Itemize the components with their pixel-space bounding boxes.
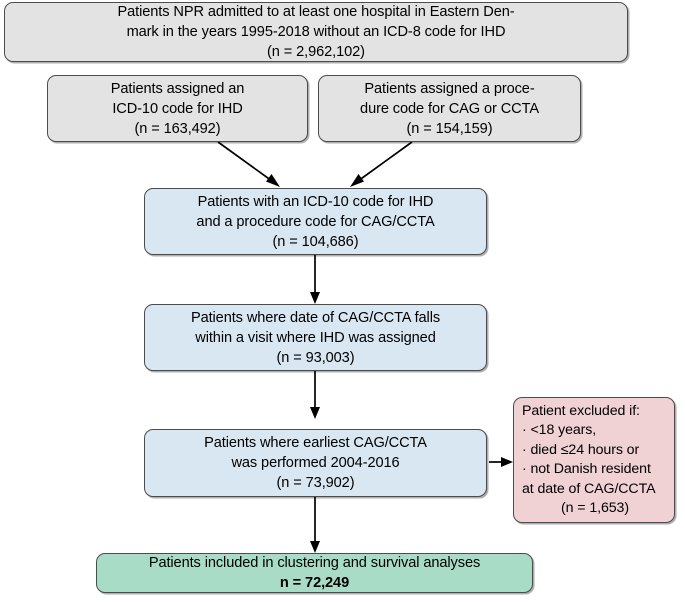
exclusion-count: (n = 1,653) [561, 500, 629, 516]
node-procedure-cag-ccta: Patients assigned a proce- dure code for… [318, 75, 581, 142]
node-line: was performed 2004-2016 [231, 455, 400, 471]
node-line: (n = 73,902) [276, 475, 355, 491]
exclusion-item-continuation: at date of CAG/CCTA [522, 480, 656, 497]
node-line: Patients assigned an [110, 80, 245, 97]
node-line: (n = 104,686) [272, 233, 359, 250]
exclusion-heading: Patient excluded if: [522, 402, 640, 419]
node-line: Patients included in clustering and surv… [148, 555, 481, 571]
arrow-both-to-date [310, 255, 320, 304]
final-cohort-count: n = 72,249 [279, 575, 350, 591]
node-line: (n = 93,003) [276, 349, 355, 366]
node-earliest-cag-ccta: Patients where earliest CAG/CCTA was per… [144, 429, 487, 497]
node-source-population: Patients NPR admitted to at least one ho… [4, 2, 628, 62]
node-line: Patients where date of CAG/CCTA falls [190, 309, 441, 326]
arrow-earliest-to-exclusions [489, 457, 513, 467]
node-exclusion-criteria: Patient excluded if: · <18 years, · died… [513, 397, 675, 523]
node-line: Patients assigned a proce- [364, 80, 535, 97]
exclusion-item: · died ≤24 hours or [522, 441, 640, 458]
node-final-cohort: Patients included in clustering and surv… [96, 553, 533, 593]
node-line: (n = 154,159) [406, 120, 493, 137]
exclusion-item: · <18 years, [522, 422, 597, 438]
node-line: within a visit where IHD was assigned [195, 329, 436, 346]
node-line: Patients where earliest CAG/CCTA [204, 435, 427, 451]
node-line: Patients NPR admitted to at least one ho… [117, 4, 515, 20]
arrow-date-to-earliest [310, 371, 320, 419]
node-both-codes: Patients with an ICD-10 code for IHD and… [144, 188, 487, 255]
arrow-earliest-to-final [310, 497, 320, 553]
node-icd10-ihd: Patients assigned an ICD-10 code for IHD… [47, 75, 308, 142]
node-line: dure code for CAG or CCTA [360, 100, 539, 117]
node-line: Patients with an ICD-10 code for IHD [197, 193, 434, 210]
node-line: and a procedure code for CAG/CCTA [196, 213, 435, 230]
arrow-icd10-to-both [217, 141, 280, 187]
node-line: mark in the years 1995-2018 without an I… [126, 24, 506, 40]
node-date-within-visit: Patients where date of CAG/CCTA falls wi… [144, 304, 487, 371]
node-line: (n = 2,962,102) [267, 44, 365, 60]
exclusion-item: · not Danish resident [522, 461, 651, 477]
arrow-procedure-to-both [350, 141, 413, 187]
node-line: ICD-10 code for IHD [112, 100, 243, 117]
node-line: (n = 163,492) [134, 120, 221, 137]
